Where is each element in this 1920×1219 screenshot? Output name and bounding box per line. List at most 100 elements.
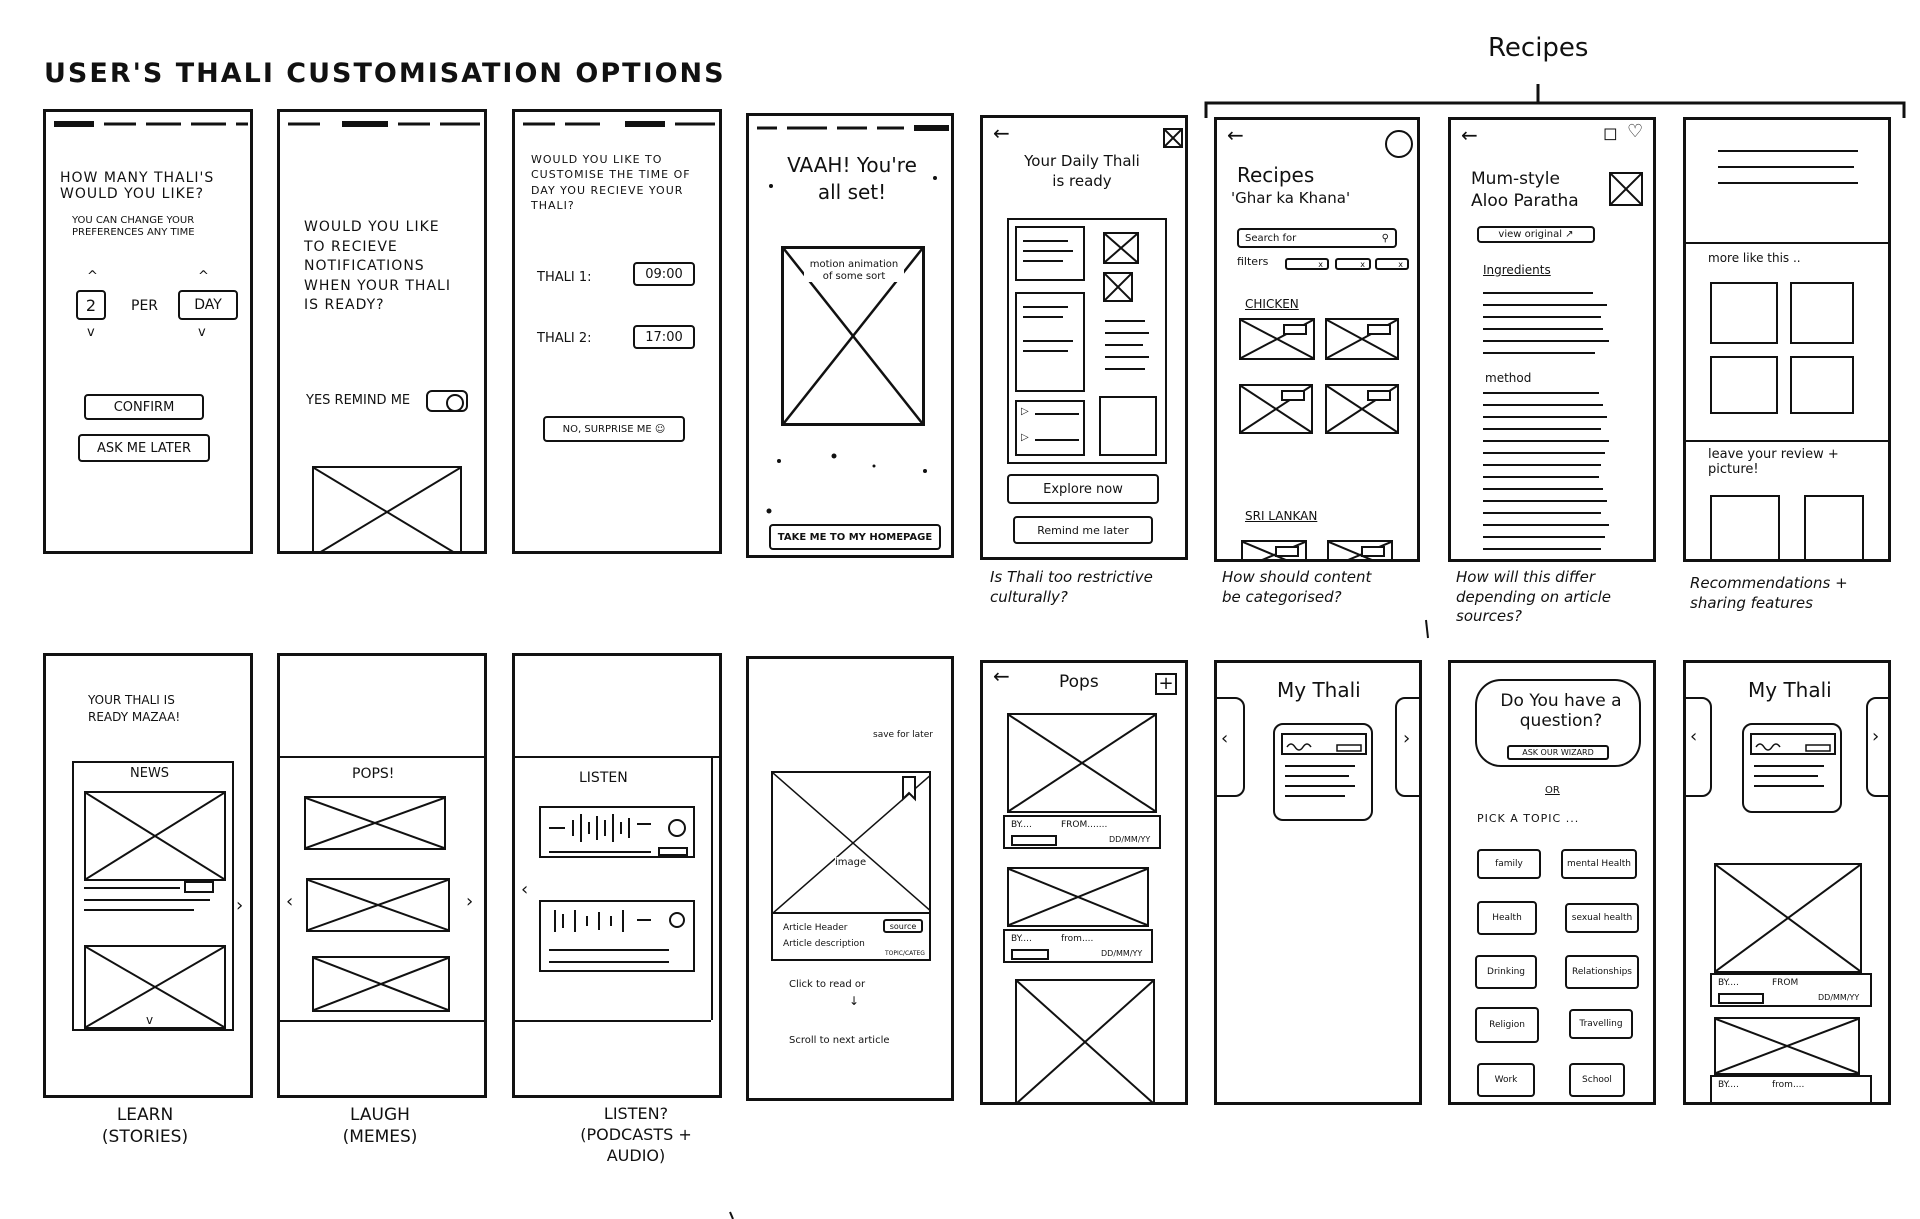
- topic-chip[interactable]: Health: [1477, 901, 1537, 935]
- text-line: [1483, 428, 1601, 430]
- down-arrow[interactable]: v: [87, 325, 95, 340]
- down-arrow[interactable]: v: [198, 325, 206, 340]
- explore-button[interactable]: Explore now: [1007, 474, 1159, 504]
- bookmark-icon[interactable]: ◻: [1603, 123, 1618, 144]
- back-arrow-icon[interactable]: ←: [993, 121, 1010, 145]
- text-line: [1483, 316, 1601, 318]
- add-icon[interactable]: +: [1155, 673, 1177, 695]
- chevron-left-icon[interactable]: ‹: [1221, 728, 1229, 749]
- recipe-thumbnail[interactable]: [1325, 318, 1399, 360]
- image-placeholder: [1007, 867, 1149, 927]
- bookmark-icon[interactable]: [899, 775, 919, 801]
- search-input[interactable]: Search for⚲: [1237, 228, 1397, 248]
- count-field[interactable]: 2: [76, 290, 106, 320]
- filter-chip[interactable]: x: [1335, 258, 1371, 270]
- confirm-button[interactable]: CONFIRM: [84, 394, 204, 420]
- chevron-left-icon[interactable]: ‹: [1690, 726, 1698, 747]
- heading: VAAH! You're all set!: [787, 153, 917, 204]
- up-arrow[interactable]: ^: [198, 269, 209, 284]
- image-placeholder: [84, 945, 226, 1029]
- recipe-thumbnail[interactable]: [1327, 540, 1393, 559]
- avatar[interactable]: [1385, 130, 1413, 158]
- chevron-right-icon[interactable]: ›: [1872, 726, 1880, 747]
- topic-chip[interactable]: Drinking: [1475, 955, 1537, 989]
- up-arrow[interactable]: ^: [87, 269, 98, 284]
- recipe-thumbnail[interactable]: [1325, 384, 1399, 434]
- recipe-thumbnail[interactable]: [1239, 384, 1313, 434]
- topic-chip[interactable]: Relationships: [1565, 955, 1639, 989]
- unit-field[interactable]: DAY: [178, 290, 238, 320]
- image-placeholder: [304, 796, 446, 850]
- chevron-right-icon[interactable]: ›: [1403, 728, 1411, 749]
- review-photo[interactable]: [1804, 495, 1864, 559]
- page-title: USER'S THALI CUSTOMISATION OPTIONS: [44, 58, 726, 89]
- filter-chip[interactable]: x: [1285, 258, 1329, 270]
- recommendation-tile[interactable]: [1710, 282, 1778, 344]
- view-original-button[interactable]: view original ↗: [1477, 226, 1595, 243]
- chevron-left-icon[interactable]: ‹: [286, 891, 294, 912]
- image-placeholder: [1714, 1017, 1860, 1075]
- post-meta: BY.... FROM DD/MM/YY: [1710, 973, 1872, 1007]
- topic-chip[interactable]: Work: [1477, 1063, 1535, 1097]
- caption: LISTEN? (PODCASTS + AUDIO): [580, 1104, 692, 1165]
- text-line: [1483, 352, 1595, 354]
- topic-chip[interactable]: Travelling: [1569, 1009, 1633, 1039]
- recommendation-tile[interactable]: [1790, 282, 1854, 344]
- side-card-right[interactable]: [1395, 697, 1419, 797]
- save-note: save for later: [873, 730, 933, 740]
- back-arrow-icon[interactable]: ←: [993, 664, 1010, 688]
- question-text: WOULD YOU LIKE TO RECIEVE NOTIFICATIONS …: [304, 219, 451, 314]
- chevron-right-icon[interactable]: ›: [236, 895, 244, 916]
- topic-chip[interactable]: School: [1569, 1063, 1625, 1097]
- text-line: [1483, 328, 1603, 330]
- category-label: CHICKEN: [1245, 297, 1299, 311]
- audio-card[interactable]: [539, 806, 695, 858]
- article-card[interactable]: image Article Header source Article desc…: [771, 771, 931, 961]
- text-line: [1483, 500, 1607, 502]
- side-card-left[interactable]: [1217, 697, 1245, 797]
- topic-chip[interactable]: family: [1477, 849, 1541, 879]
- close-icon[interactable]: [1163, 128, 1183, 148]
- thali2-label: THALI 2:: [537, 331, 592, 346]
- heart-icon[interactable]: ♡: [1627, 121, 1644, 142]
- recipe-thumbnail[interactable]: [1239, 318, 1315, 360]
- side-card-right[interactable]: [1866, 697, 1888, 797]
- topic-chip[interactable]: sexual health: [1565, 903, 1639, 933]
- text-line: [1483, 476, 1599, 478]
- remind-toggle[interactable]: [426, 390, 468, 412]
- text-line: [1483, 488, 1603, 490]
- back-arrow-icon[interactable]: ←: [1461, 123, 1478, 147]
- recipe-thumbnail[interactable]: [1241, 540, 1307, 559]
- source-tag[interactable]: source: [883, 919, 923, 933]
- play-icon[interactable]: ▷: [1021, 406, 1029, 417]
- caption: Recommendations + sharing features: [1690, 574, 1848, 612]
- side-card-left[interactable]: [1686, 697, 1712, 797]
- ask-wizard-button[interactable]: ASK OUR WIZARD: [1507, 745, 1609, 760]
- chevron-right-icon[interactable]: ›: [466, 891, 474, 912]
- image-placeholder: [312, 466, 462, 551]
- click-to-read[interactable]: Click to read or: [789, 979, 866, 990]
- filters-label: filters: [1237, 255, 1269, 268]
- ask-later-button[interactable]: ASK ME LATER: [78, 434, 210, 462]
- thali-card[interactable]: [1742, 723, 1842, 813]
- play-icon[interactable]: ▷: [1021, 432, 1029, 443]
- topic-chip[interactable]: mental Health: [1561, 849, 1637, 879]
- audio-card: ▷ ▷: [1015, 400, 1085, 456]
- filter-chip[interactable]: x: [1375, 258, 1409, 270]
- time2-field[interactable]: 17:00: [633, 325, 695, 349]
- thali-card[interactable]: [1273, 723, 1373, 821]
- surprise-button[interactable]: NO, SURPRISE ME ☺: [543, 416, 685, 442]
- recommendation-tile[interactable]: [1790, 356, 1854, 414]
- review-photo[interactable]: [1710, 495, 1780, 559]
- text-line: [1483, 524, 1609, 526]
- chevron-left-icon[interactable]: ‹: [521, 879, 529, 900]
- audio-card[interactable]: [539, 900, 695, 972]
- topic-chip[interactable]: Religion: [1475, 1007, 1539, 1043]
- speech-bubble: Do You have a question? ASK OUR WIZARD: [1475, 679, 1641, 767]
- chevron-down-icon[interactable]: v: [146, 1013, 154, 1027]
- remind-later-button[interactable]: Remind me later: [1013, 516, 1153, 544]
- back-arrow-icon[interactable]: ←: [1227, 123, 1244, 147]
- time1-field[interactable]: 09:00: [633, 262, 695, 286]
- homepage-button[interactable]: TAKE ME TO MY HOMEPAGE: [769, 524, 941, 550]
- recommendation-tile[interactable]: [1710, 356, 1778, 414]
